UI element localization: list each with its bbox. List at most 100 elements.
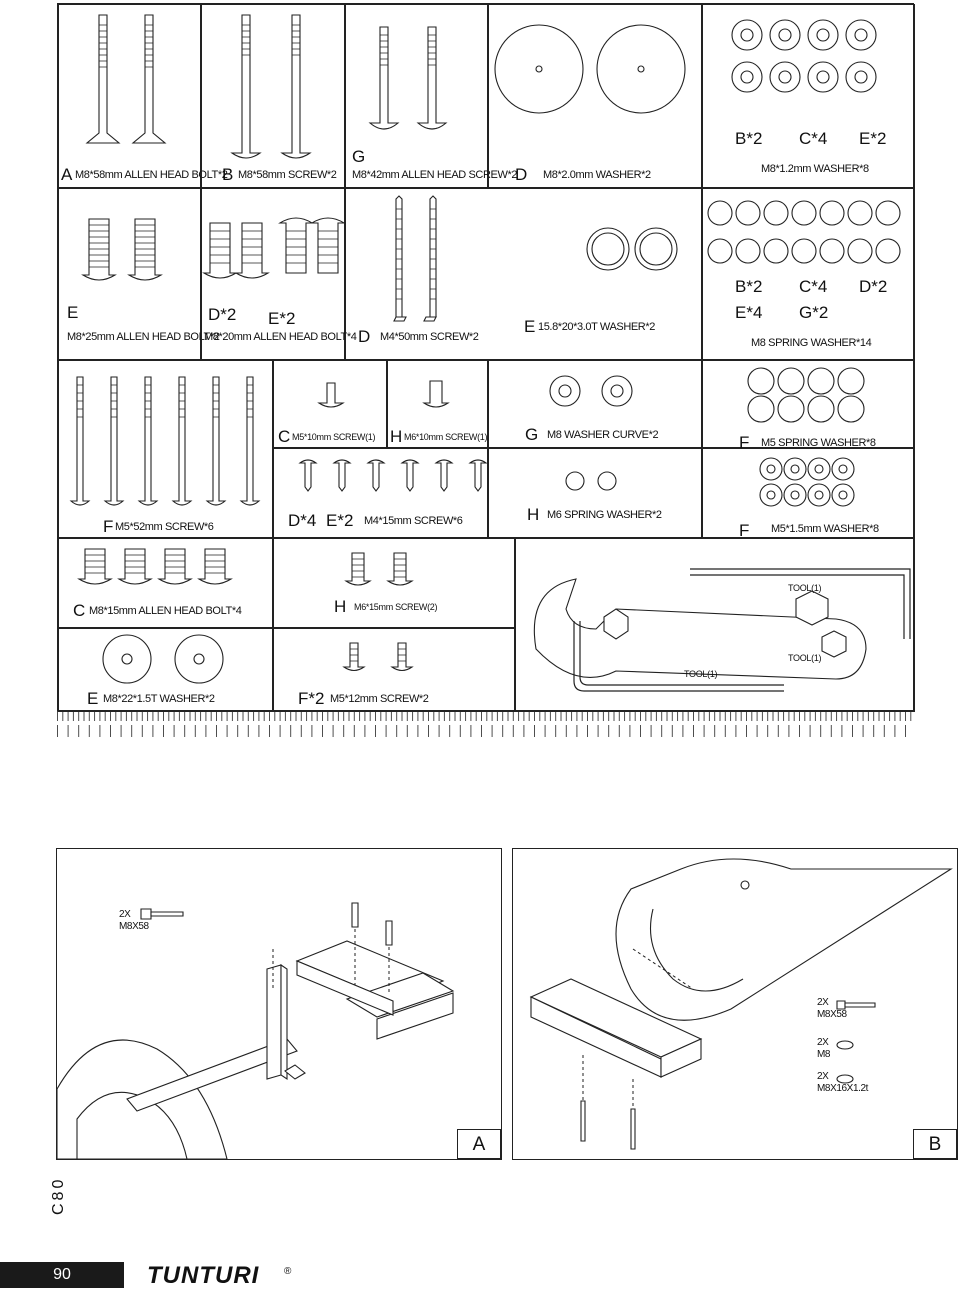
part-letter: F xyxy=(739,521,750,540)
model-name: C80 xyxy=(50,1176,67,1215)
spring-washer-icon xyxy=(565,471,617,491)
part-label: M5*52mm SCREW*6 xyxy=(115,521,214,533)
part-letter: D xyxy=(515,165,528,184)
registered-mark: ® xyxy=(284,1266,292,1277)
cell-part-d2: D M4*50mm SCREW*2 E 15.8*20*3.0T WASHER*… xyxy=(345,188,702,360)
part-letter: C xyxy=(278,427,291,446)
part-label: M4*50mm SCREW*2 xyxy=(380,331,479,343)
cell-part-e3: E M8*22*1.5T WASHER*2 xyxy=(58,628,273,712)
part-qty: C*4 xyxy=(799,129,828,148)
part-label: M8 SPRING WASHER*14 xyxy=(751,337,872,349)
part-label: M8*58mm SCREW*2 xyxy=(238,169,337,181)
spring-washer-icon xyxy=(747,367,865,423)
cell-part-de2: D*4 E*2 M4*15mm SCREW*6 xyxy=(273,448,488,538)
brand-logo: TUNTURI xyxy=(147,1262,260,1289)
parts-grid: A M8*58mm ALLEN HEAD BOLT*2 B M8*58mm SC… xyxy=(57,3,915,712)
part-qty: E*4 xyxy=(735,303,763,322)
spring-washer-icon xyxy=(707,200,901,264)
part-qty: F*2 xyxy=(298,689,325,708)
part-qty: G*2 xyxy=(799,303,829,322)
part-label: M4*15mm SCREW*6 xyxy=(364,515,463,527)
washer-icon xyxy=(731,19,877,93)
callout-qty: 2X xyxy=(817,997,829,1008)
cell-part-de: D*2 E*2 M8*20mm ALLEN HEAD BOLT*4 xyxy=(201,188,357,360)
panel-letter: A xyxy=(457,1129,501,1159)
washer-icon xyxy=(759,457,855,507)
part-label: M6*15mm SCREW(2) xyxy=(354,602,438,612)
screw-icon xyxy=(317,382,345,408)
part-label: M5*10mm SCREW(1) xyxy=(292,432,376,442)
wrench-icon xyxy=(533,568,911,692)
washer-icon xyxy=(549,375,633,407)
cell-part-r1: B*2 C*4 E*2 M8*1.2mm WASHER*8 xyxy=(702,4,915,188)
part-letter: F xyxy=(103,517,114,536)
cell-part-e: E M8*25mm ALLEN HEAD BOLT*2 xyxy=(58,188,220,360)
screw-icon xyxy=(69,376,261,506)
cell-part-h2: H M6 SPRING WASHER*2 xyxy=(488,448,702,538)
part-label: M6 SPRING WASHER*2 xyxy=(547,509,662,521)
cell-part-b: B M8*58mm SCREW*2 xyxy=(201,4,345,188)
screw-icon xyxy=(368,26,448,130)
callout-icons xyxy=(836,1000,876,1084)
panel-letter: B xyxy=(913,1129,957,1159)
callout-qty: 2X xyxy=(119,909,131,920)
bolt-icon xyxy=(77,548,233,585)
callout-size: M8X16X1.2t xyxy=(817,1083,869,1094)
washer-icon xyxy=(494,24,686,114)
part-letter: G xyxy=(525,425,539,444)
cell-part-h3: H M6*15mm SCREW(2) xyxy=(273,538,515,628)
part-letter: F xyxy=(739,433,750,452)
bolt-icon xyxy=(202,217,346,279)
part-letter: A xyxy=(61,165,73,184)
part-letter: G xyxy=(352,147,366,166)
part-label: M8*15mm ALLEN HEAD BOLT*4 xyxy=(89,605,242,617)
screw-icon xyxy=(344,552,414,586)
part-label: M8*20mm ALLEN HEAD BOLT*4 xyxy=(204,331,357,343)
part-letter: H xyxy=(334,597,347,616)
part-letter: H xyxy=(527,505,540,524)
part-label: M5*1.5mm WASHER*8 xyxy=(771,523,879,535)
tool-label: TOOL(1) xyxy=(788,583,822,593)
part-qty: E*2 xyxy=(326,511,354,530)
tool-label: TOOL(1) xyxy=(788,653,822,663)
rear-stabilizer-illustration xyxy=(529,858,953,1150)
callout-size: M8X58 xyxy=(119,921,149,932)
callout-size: M8X58 xyxy=(817,1009,847,1020)
bolt-icon xyxy=(85,14,167,144)
screw-icon xyxy=(393,195,678,322)
part-label: M8*25mm ALLEN HEAD BOLT*2 xyxy=(67,331,220,343)
part-label: 15.8*20*3.0T WASHER*2 xyxy=(538,321,655,333)
part-letter: C xyxy=(73,601,86,620)
cell-part-h: H M6*10mm SCREW(1) xyxy=(387,360,488,448)
tool-label: TOOL(1) xyxy=(684,669,718,679)
page-number: 90 xyxy=(0,1262,124,1288)
part-label: M5 SPRING WASHER*8 xyxy=(761,437,876,449)
callout-qty: 2X xyxy=(817,1071,829,1082)
part-qty: D*2 xyxy=(208,305,237,324)
cell-part-g: G M8*42mm ALLEN HEAD SCREW*2 xyxy=(345,4,517,188)
screw-icon xyxy=(298,459,488,492)
base-frame-illustration xyxy=(56,902,455,1160)
cell-part-f4: F*2 M5*12mm SCREW*2 xyxy=(273,628,515,712)
cell-part-a: A M8*58mm ALLEN HEAD BOLT*2 xyxy=(58,4,228,188)
part-qty: E*2 xyxy=(859,129,887,148)
part-label: M5*12mm SCREW*2 xyxy=(330,693,429,705)
part-letter: E xyxy=(67,303,79,322)
part-qty: B*2 xyxy=(735,277,763,296)
part-qty: D*4 xyxy=(288,511,317,530)
cell-part-r2: B*2 C*4 D*2 E*4 G*2 M8 SPRING WASHER*14 xyxy=(702,188,915,360)
part-letter: D xyxy=(358,327,371,346)
cell-part-c: C M5*10mm SCREW(1) xyxy=(273,360,387,448)
cell-part-g2: G M8 WASHER CURVE*2 xyxy=(488,360,702,448)
bolt-icon xyxy=(81,218,163,281)
callout-qty: 2X xyxy=(817,1037,829,1048)
assembly-panel-b: 2X M8X58 2X M8 2X M8X16X1.2t B xyxy=(512,848,958,1160)
ruler-strip xyxy=(57,710,914,737)
part-qty: B*2 xyxy=(735,129,763,148)
cell-part-f: F M5 SPRING WASHER*8 xyxy=(702,360,915,452)
part-label: M8*58mm ALLEN HEAD BOLT*2 xyxy=(75,169,228,181)
cell-part-d: D M8*2.0mm WASHER*2 xyxy=(488,4,702,188)
part-label: M8 WASHER CURVE*2 xyxy=(547,429,659,441)
washer-icon xyxy=(102,634,224,684)
cell-part-f2: F M5*52mm SCREW*6 xyxy=(58,360,273,538)
